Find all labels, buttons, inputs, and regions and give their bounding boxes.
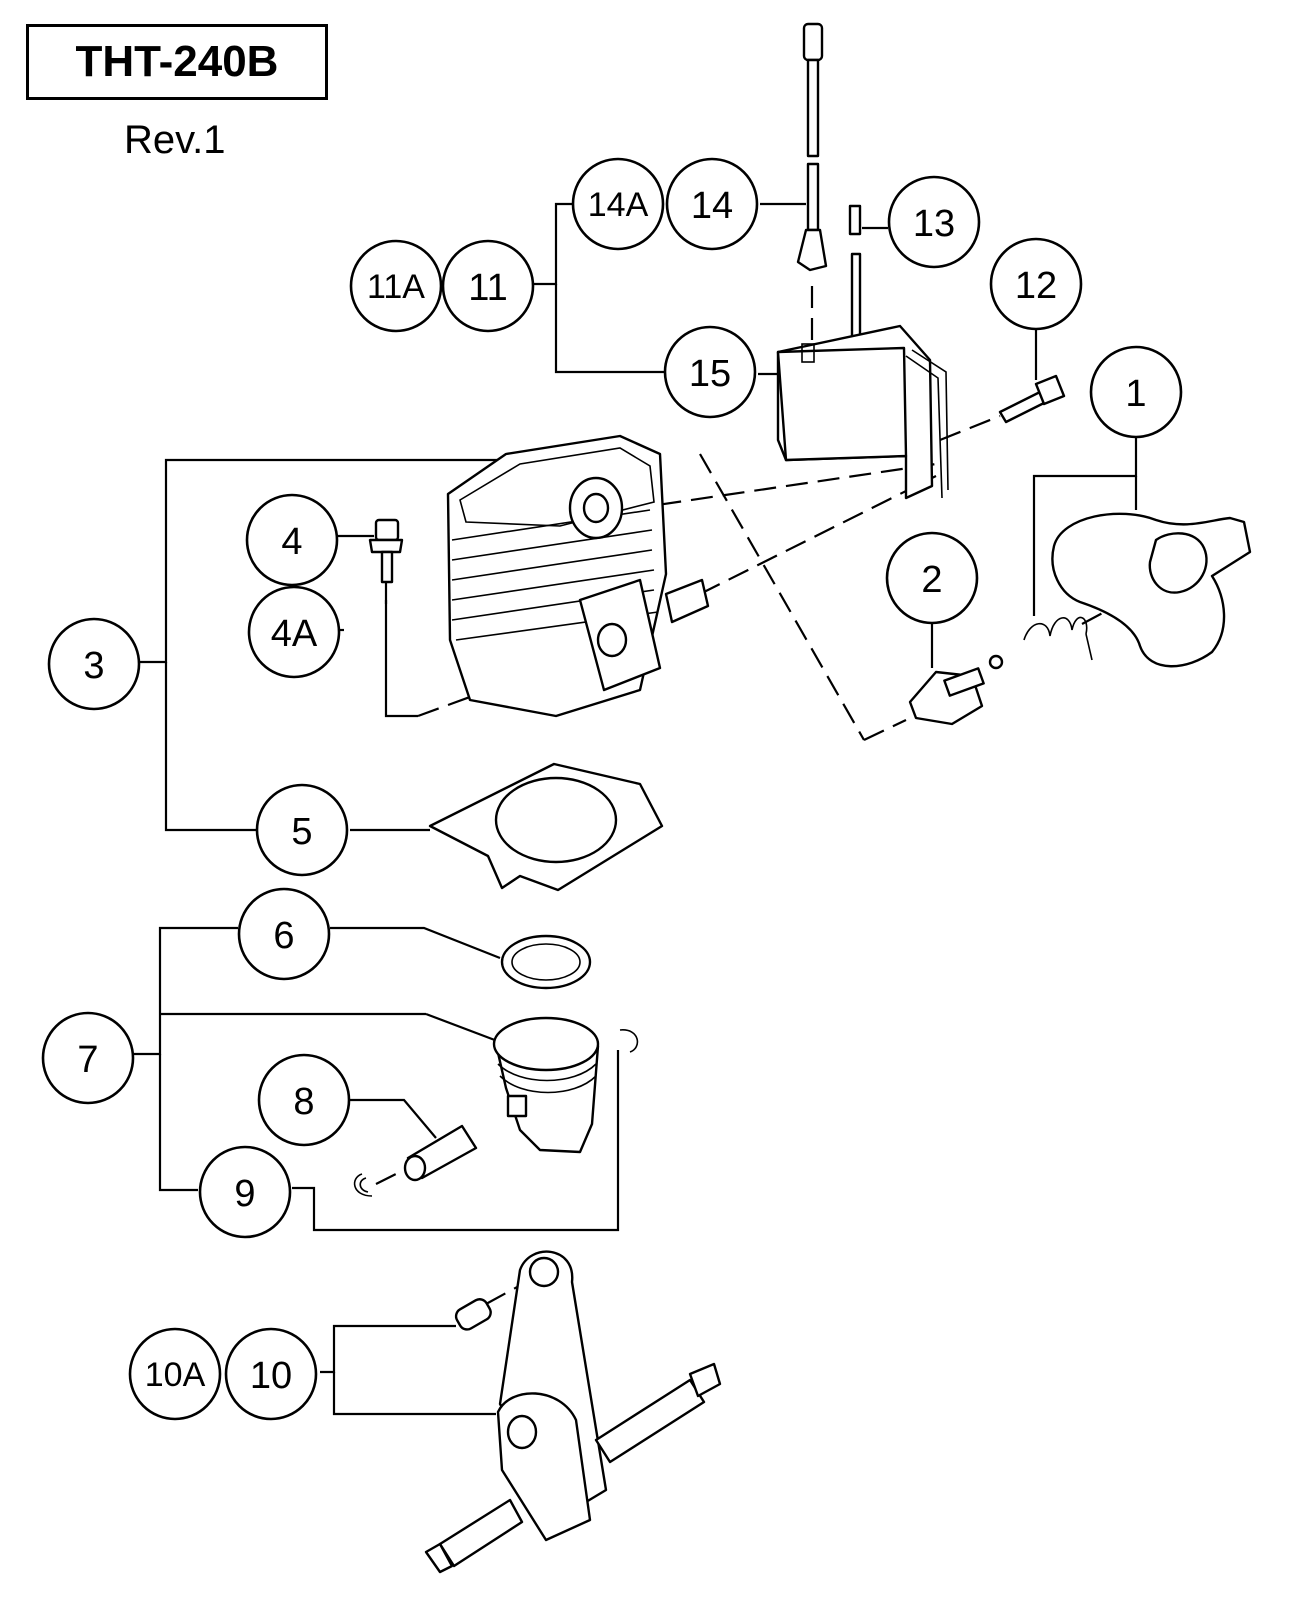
svg-text:14A: 14A: [588, 186, 649, 224]
svg-text:10: 10: [250, 1355, 292, 1397]
callout-14a: 14A: [571, 157, 665, 251]
svg-text:15: 15: [689, 353, 731, 395]
part-14-spark-plug-lead: [796, 22, 828, 272]
callout-3: 3: [47, 617, 141, 711]
callout-6: 6: [237, 887, 331, 981]
callout-12: 12: [989, 237, 1083, 331]
svg-text:11A: 11A: [367, 268, 425, 306]
part-2-spark-plug: [908, 654, 1004, 726]
model-number-box: THT-240B: [26, 24, 328, 100]
svg-text:13: 13: [913, 203, 955, 245]
svg-text:1: 1: [1125, 373, 1146, 415]
part-9-circlips: [353, 1029, 639, 1197]
svg-text:6: 6: [273, 915, 294, 957]
part-6-piston-ring: [500, 934, 592, 990]
callout-11: 11: [441, 239, 535, 333]
svg-text:5: 5: [291, 811, 312, 853]
svg-text:12: 12: [1015, 265, 1057, 307]
callout-2: 2: [885, 531, 979, 625]
svg-text:8: 8: [293, 1081, 314, 1123]
callout-5: 5: [255, 783, 349, 877]
callout-4: 4: [245, 493, 339, 587]
svg-text:2: 2: [921, 559, 942, 601]
callout-13: 13: [887, 175, 981, 269]
leader-lines: [134, 202, 1138, 1416]
callout-15: 15: [663, 325, 757, 419]
callout-9: 9: [198, 1145, 292, 1239]
svg-text:10A: 10A: [145, 1356, 206, 1394]
part-7-piston: [492, 1016, 600, 1154]
callout-11a: 11A: [349, 239, 443, 333]
callout-10a: 10A: [128, 1327, 222, 1421]
part-1-housing-and-spring: [1023, 512, 1252, 668]
part-8-piston-pin: [403, 1124, 478, 1182]
part-3-cylinder: [446, 434, 710, 718]
callout-7: 7: [41, 1011, 135, 1105]
callout-8: 8: [257, 1053, 351, 1147]
part-5-gasket: [428, 762, 664, 892]
part-12-screw: [998, 374, 1066, 424]
svg-text:9: 9: [234, 1173, 255, 1215]
svg-text:4: 4: [281, 521, 302, 563]
callout-10: 10: [224, 1327, 318, 1421]
part-4-bolt: [368, 518, 404, 584]
callout-4a: 4A: [247, 585, 341, 679]
callout-1: 1: [1089, 345, 1183, 439]
svg-text:14: 14: [691, 185, 733, 227]
svg-text:7: 7: [77, 1039, 98, 1081]
svg-text:3: 3: [83, 645, 104, 687]
svg-text:11: 11: [468, 267, 507, 309]
part-13-terminal: [848, 204, 862, 356]
revision-label: Rev.1: [124, 118, 226, 162]
part-10-crankshaft: [424, 1250, 722, 1574]
part-15-ignition-module: [776, 324, 949, 500]
model-number: THT-240B: [75, 37, 279, 86]
svg-text:4A: 4A: [271, 613, 318, 655]
callout-14: 14: [665, 157, 759, 251]
